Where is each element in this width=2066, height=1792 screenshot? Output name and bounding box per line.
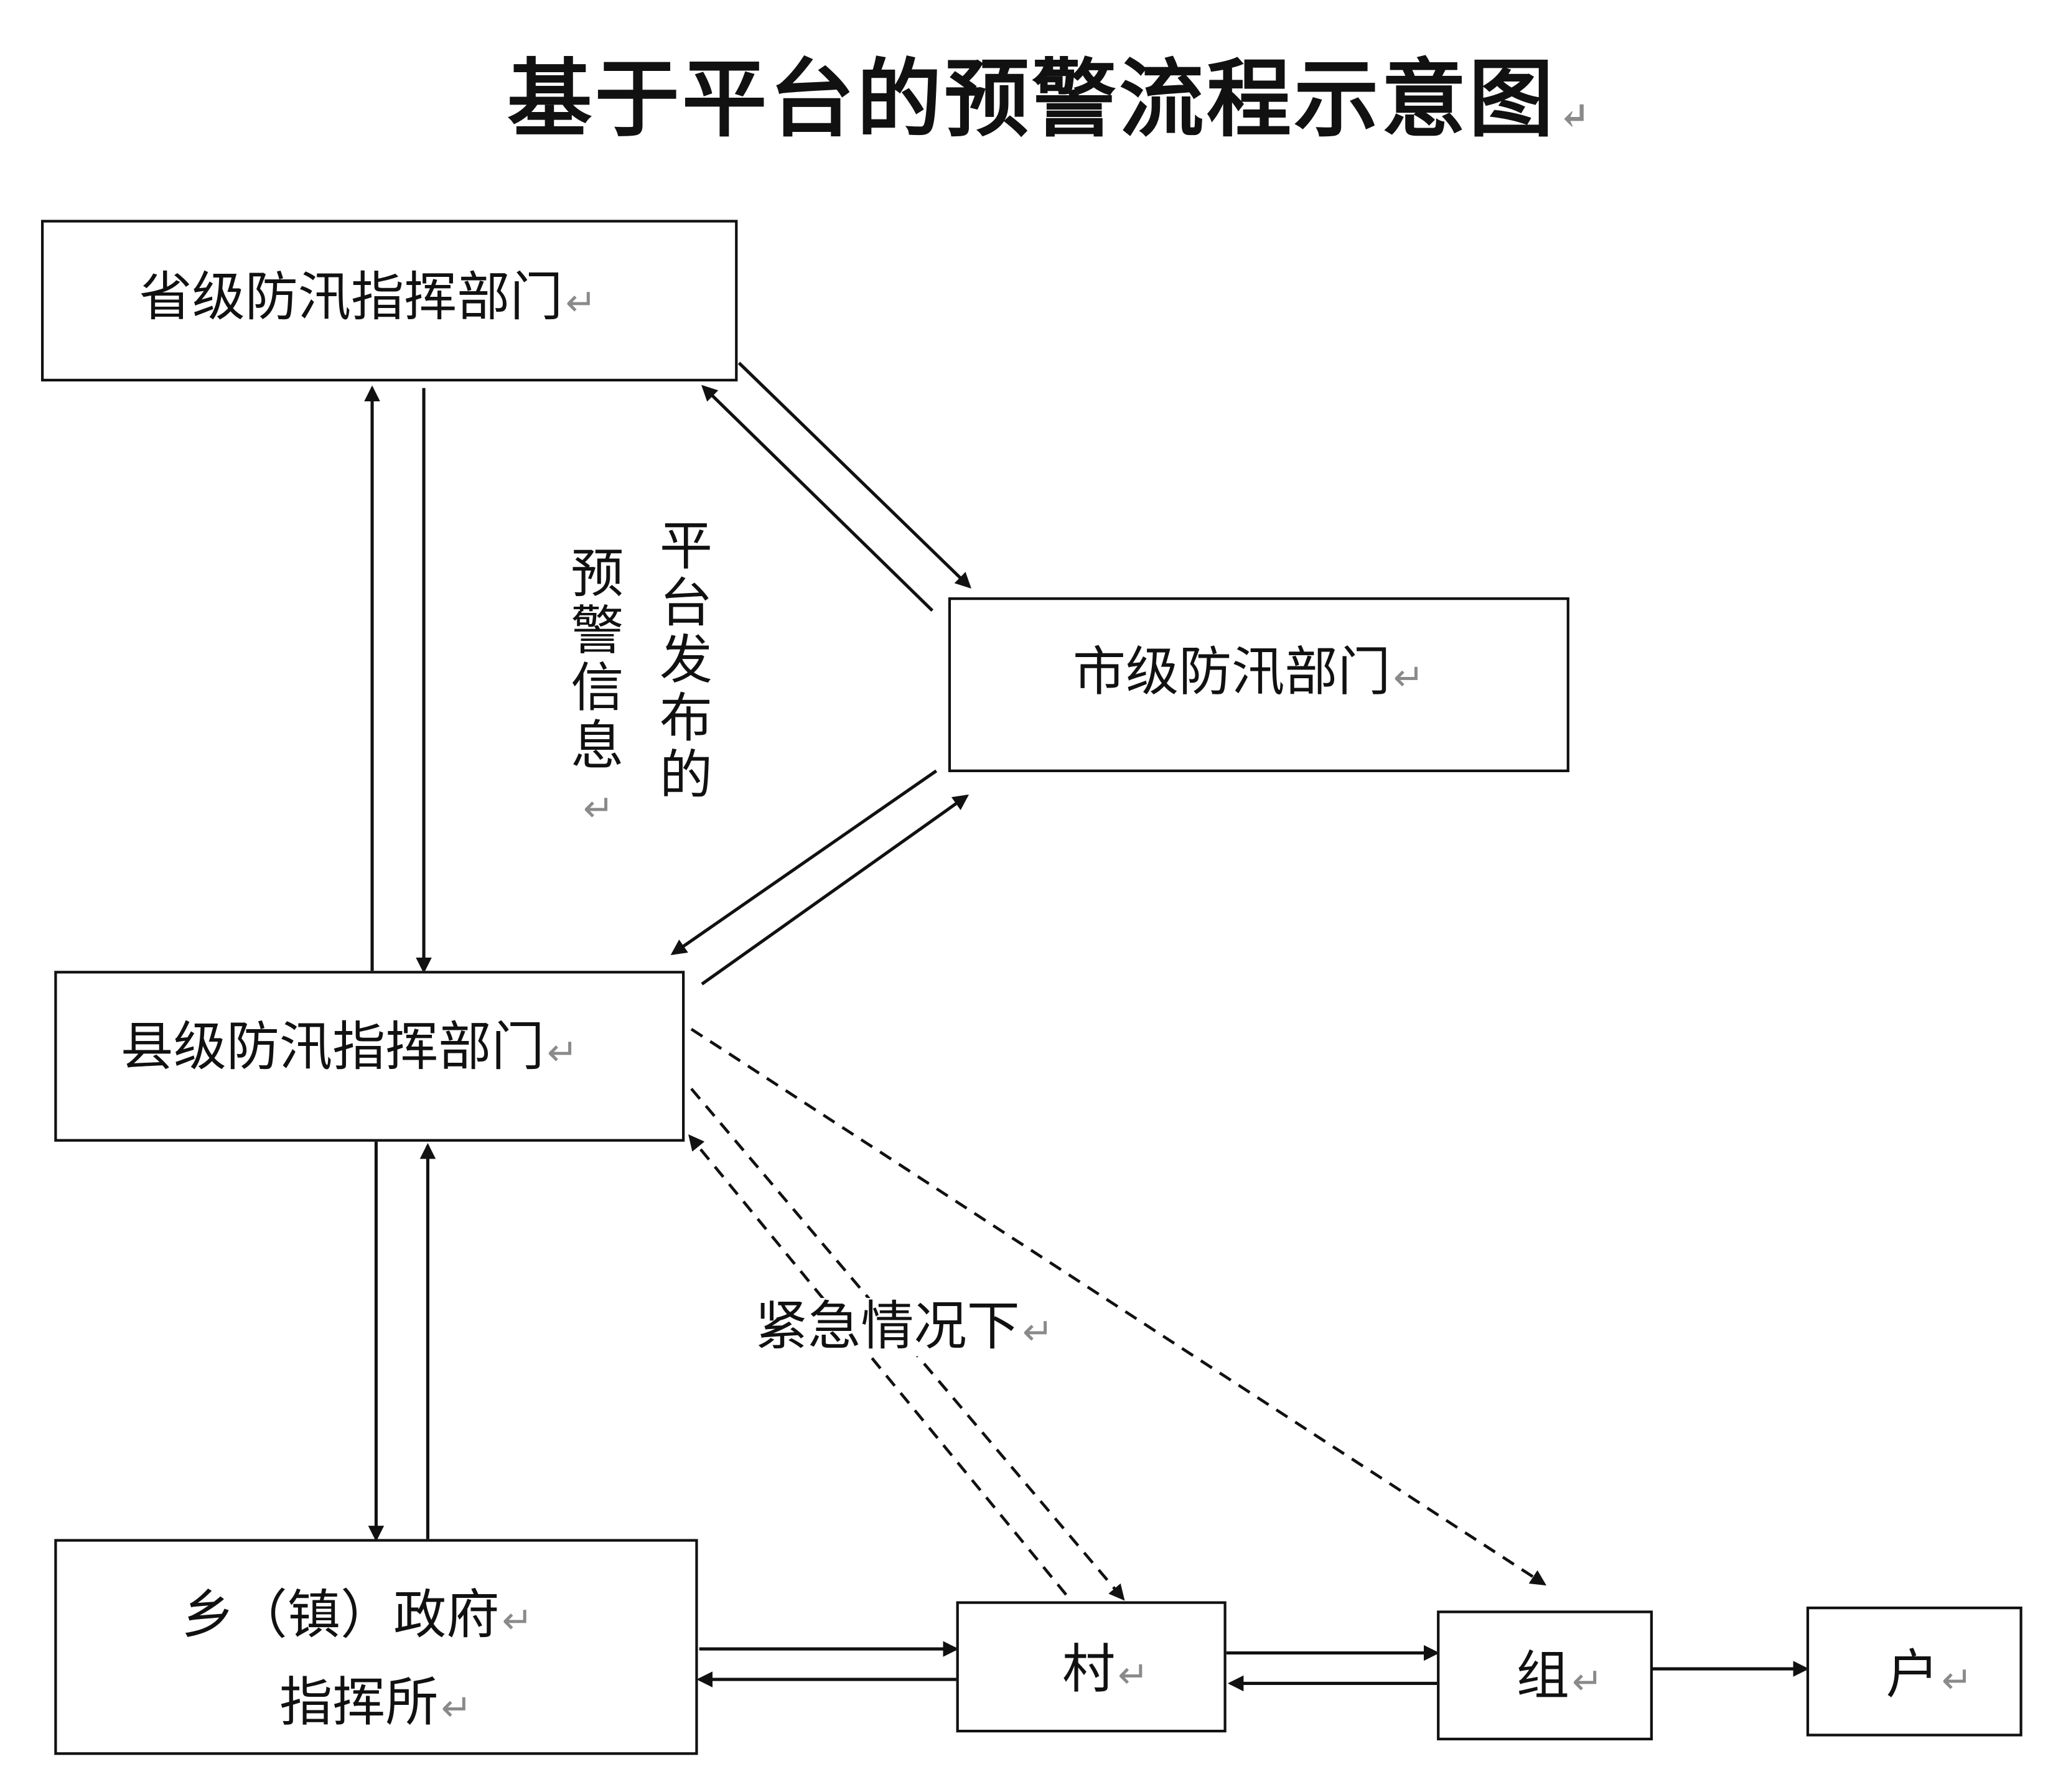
node-township-label-line1: 乡（镇）政府↵ [181,1585,533,1646]
paragraph-mark-icon: ↵ [582,786,614,831]
node-township: 乡（镇）政府↵ 指挥所↵ [54,1539,698,1755]
paragraph-mark-icon: ↵ [565,281,597,325]
edge-city-to-county [670,769,938,956]
edge-county-to-city [701,794,970,986]
paragraph-mark-icon: ↵ [1393,655,1424,699]
paragraph-mark-icon: ↵ [546,1030,578,1075]
diagram-title: 基于平台的预警流程示意图↵ [507,50,1593,150]
platform-label-column2: 预警信息↵ [571,544,624,831]
paragraph-mark-icon: ↵ [441,1686,472,1730]
edge-county-to-group-dashed [690,1027,1547,1586]
edge-province-to-city [737,362,971,589]
node-village: 村↵ [956,1601,1227,1733]
node-village-label: 村↵ [1062,1640,1149,1701]
emergency-label: 紧急情况下↵ [749,1298,1059,1356]
node-household: 户↵ [1806,1606,2022,1737]
node-household-label: 户↵ [1886,1645,1973,1706]
node-county-label: 县级防汛指挥部门↵ [120,1017,578,1078]
node-province-label: 省级防汛指挥部门↵ [139,267,597,329]
edge-village-to-county-dashed [688,1134,1068,1596]
node-group-label: 组↵ [1516,1646,1604,1707]
paragraph-mark-icon: ↵ [1118,1653,1149,1697]
platform-label-column1: 平台发布的 [659,516,713,806]
node-province: 省级防汛指挥部门↵ [40,220,738,382]
node-group: 组↵ [1437,1610,1653,1740]
node-city: 市级防汛部门↵ [948,597,1569,772]
node-county: 县级防汛指挥部门↵ [54,971,685,1142]
paragraph-mark-icon: ↵ [502,1598,533,1643]
paragraph-mark-icon: ↵ [1572,1659,1604,1704]
edge-city-to-province [701,385,934,612]
paragraph-mark-icon: ↵ [1558,94,1593,138]
paragraph-mark-icon: ↵ [1022,1310,1054,1354]
paragraph-mark-icon: ↵ [1941,1658,1973,1702]
node-township-label-line2: 指挥所↵ [279,1673,472,1734]
node-city-label: 市级防汛部门↵ [1072,642,1424,704]
